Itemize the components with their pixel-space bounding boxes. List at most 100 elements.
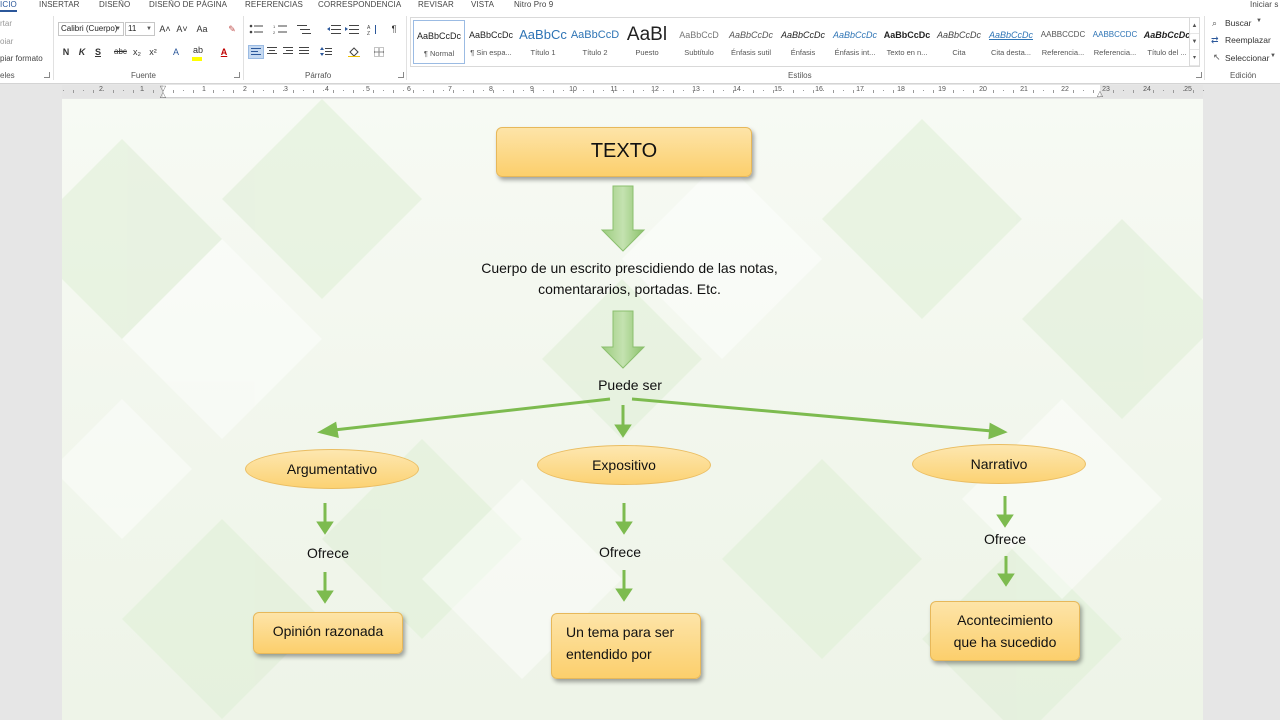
find-button[interactable]: Buscar <box>1225 18 1252 28</box>
tab-vista[interactable]: VISTA <box>471 0 495 9</box>
line-spacing-icon[interactable] <box>318 45 334 59</box>
style-normal[interactable]: AaBbCcDc ¶ Normal <box>413 20 465 64</box>
grow-font-button[interactable]: A˄ <box>159 24 171 34</box>
borders-icon[interactable] <box>372 45 386 59</box>
style-referencia-intensa[interactable]: AABBCCDC Referencia... <box>1092 30 1138 57</box>
ruler-number: 24 <box>1143 86 1151 93</box>
tab-nitro[interactable]: Nitro Pro 9 <box>514 0 554 9</box>
paragraph-launcher-icon[interactable] <box>398 72 404 78</box>
style-subtitulo[interactable]: AaBbCcD Subtítulo <box>679 30 719 57</box>
font-name-combo[interactable]: Calibri (Cuerpo) ▼ <box>58 22 124 36</box>
more-styles-icon[interactable]: ▾ <box>1190 50 1199 66</box>
styles-launcher-icon[interactable] <box>1196 72 1202 78</box>
style-titulo-1[interactable]: AaBbCc Título 1 <box>519 27 567 57</box>
result-line-2: entendido por <box>566 646 652 662</box>
ruler-tick <box>943 90 944 91</box>
style-texto-negrita[interactable]: AaBbCcDc Texto en n... <box>883 30 931 57</box>
tab-diseno-pagina[interactable]: DISEÑO DE PÁGINA <box>149 0 228 9</box>
style-cita-destacada[interactable]: AaBbCcDc Cita desta... <box>988 30 1033 57</box>
ruler-tick <box>1043 90 1044 91</box>
increase-indent-icon[interactable] <box>345 22 359 36</box>
right-indent-marker[interactable]: △ <box>1096 89 1104 98</box>
tab-revisar[interactable]: REVISAR <box>418 0 454 9</box>
bold-button[interactable]: N <box>62 47 70 57</box>
select-button[interactable]: Seleccionar <box>1225 53 1270 63</box>
italic-button[interactable]: K <box>78 47 86 57</box>
subscript-button[interactable]: x₂ <box>133 47 141 57</box>
change-case-button[interactable]: Aa <box>196 24 208 34</box>
ruler-tick <box>623 90 624 91</box>
ruler-tick <box>553 90 554 93</box>
ruler-tick <box>1053 90 1054 93</box>
align-center-icon[interactable] <box>265 45 279 59</box>
style-enfasis[interactable]: AaBbCcDc Énfasis <box>780 30 825 57</box>
ruler-tick <box>923 90 924 91</box>
ruler-tick <box>613 90 614 93</box>
cut-button[interactable]: rtar <box>0 19 12 28</box>
copy-button[interactable]: oiar <box>0 37 14 46</box>
tab-correspondencia[interactable]: CORRESPONDENCIA <box>318 0 402 9</box>
style-cita[interactable]: AaBbCcDc Cita <box>936 30 981 57</box>
tab-referencias[interactable]: REFERENCIAS <box>245 0 303 9</box>
diagram-root-box: TEXTO <box>496 127 752 177</box>
ruler-number: 25 <box>1184 86 1192 93</box>
style-titulo-2[interactable]: AaBbCcD Título 2 <box>570 29 620 57</box>
multilevel-list-icon[interactable] <box>297 22 311 36</box>
hanging-indent-marker[interactable]: △ <box>159 90 167 99</box>
text-effects-icon[interactable]: A <box>172 47 179 57</box>
sign-in-link[interactable]: Iniciar s <box>1250 0 1279 9</box>
arrowhead <box>997 573 1015 587</box>
ruler-tick <box>593 90 594 93</box>
style-titulo-libro[interactable]: AaBbCcDc Título del ... <box>1143 30 1191 57</box>
ruler-tick <box>133 90 134 93</box>
align-right-icon[interactable] <box>281 45 295 59</box>
font-size-combo[interactable]: 11 ▼ <box>125 22 155 36</box>
search-icon: ⌕ <box>1212 18 1218 28</box>
document-page[interactable]: TEXTO Cuerpo de un escrito prescidiendo … <box>62 99 1203 720</box>
style-referencia-sutil[interactable]: AABBCCDC Referencia... <box>1040 30 1086 57</box>
decrease-indent-icon[interactable] <box>327 22 341 36</box>
tab-diseno[interactable]: DISEÑO <box>99 0 131 9</box>
tab-insertar[interactable]: INSERTAR <box>39 0 80 9</box>
font-color-icon[interactable]: A <box>220 47 228 57</box>
gallery-scroll[interactable]: ▲ ▼ ▾ <box>1189 18 1199 66</box>
ruler-tick <box>103 90 104 91</box>
style-enfasis-sutil[interactable]: AaBbCcDc Énfasis sutil <box>728 30 773 57</box>
show-marks-button[interactable]: ¶ <box>391 24 397 34</box>
ruler-right-margin <box>1100 85 1203 98</box>
first-line-indent-marker[interactable]: ▽ <box>159 84 167 93</box>
replace-button[interactable]: Reemplazar <box>1225 35 1271 45</box>
ribbon-tab-bar: ICIO INSERTAR DISEÑO DISEÑO DE PÁGINA RE… <box>0 0 1280 12</box>
type-expositivo: Expositivo <box>537 445 711 485</box>
ruler-tick <box>783 90 784 91</box>
ruler-tick <box>993 90 994 93</box>
shrink-font-button[interactable]: A˅ <box>176 24 188 34</box>
justify-icon[interactable] <box>297 45 311 59</box>
horizontal-ruler[interactable]: ▽ △ △ 2112345678910111213141516171819202… <box>62 84 1204 99</box>
tab-inicio[interactable]: ICIO <box>0 0 17 12</box>
font-launcher-icon[interactable] <box>234 72 240 78</box>
shading-icon[interactable] <box>346 45 362 59</box>
clipboard-launcher-icon[interactable] <box>44 72 50 78</box>
style-enfasis-intenso[interactable]: AaBbCcDc Énfasis int... <box>832 30 877 57</box>
chevron-down-icon[interactable]: ▼ <box>1190 34 1199 50</box>
align-left-icon[interactable] <box>248 45 264 59</box>
ruler-tick <box>903 90 904 91</box>
bullets-icon[interactable] <box>249 22 263 36</box>
arrowhead <box>317 421 339 439</box>
highlight-color-icon[interactable] <box>192 57 202 61</box>
superscript-button[interactable]: x² <box>149 47 157 57</box>
clear-format-icon[interactable]: ✎ <box>228 24 236 34</box>
style-sin-espaciado[interactable]: AaBbCcDc ¶ Sin espa... <box>468 30 513 57</box>
highlighter-icon[interactable]: ab <box>192 45 203 55</box>
definition-text: Cuerpo de un escrito prescidiendo de las… <box>448 258 811 300</box>
underline-button[interactable]: S <box>94 47 101 57</box>
ruler-number: 18 <box>897 86 905 93</box>
style-puesto[interactable]: AaBl Puesto <box>626 24 668 57</box>
clipboard-group-label: eles <box>0 71 15 80</box>
format-painter-button[interactable]: piar formato <box>0 54 43 63</box>
chevron-up-icon[interactable]: ▲ <box>1190 18 1199 34</box>
strikethrough-button[interactable]: abc <box>114 47 127 56</box>
